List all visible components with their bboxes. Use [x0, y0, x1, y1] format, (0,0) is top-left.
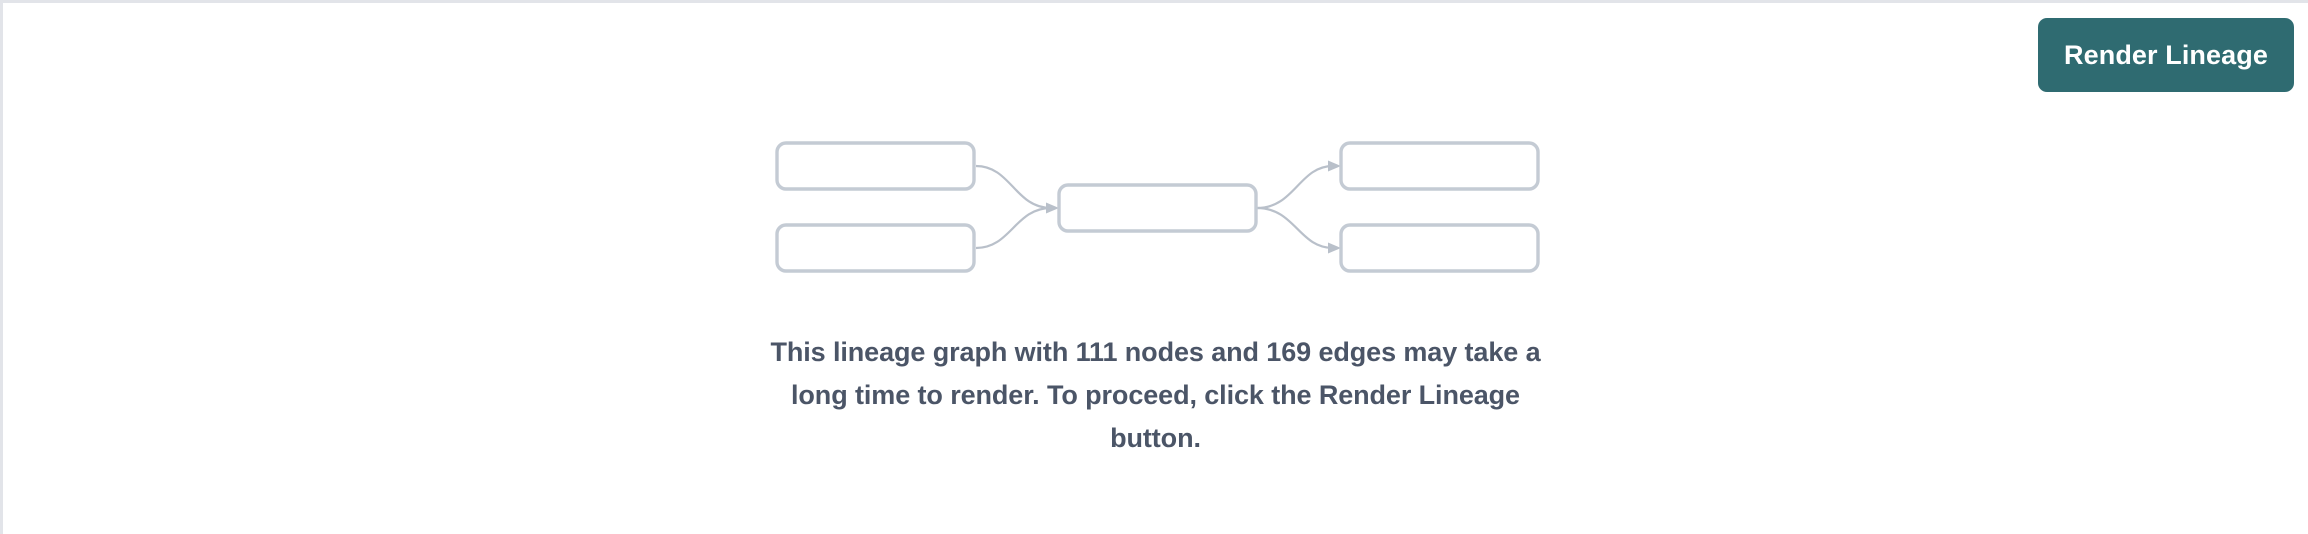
- edge-focus-to-downstream-1: [1256, 160, 1341, 210]
- edge-upstream-2-to-focus: [975, 206, 1052, 250]
- lineage-node-upstream-2: [775, 223, 976, 273]
- lineage-node-focus: [1057, 183, 1258, 233]
- lineage-warning-message: This lineage graph with 111 nodes and 16…: [770, 337, 1541, 453]
- render-lineage-button[interactable]: Render Lineage: [2038, 18, 2294, 92]
- edge-focus-to-downstream-2: [1256, 206, 1341, 254]
- lineage-node-upstream-1: [775, 141, 976, 191]
- lineage-node-downstream-1: [1339, 141, 1540, 191]
- edge-upstream-1-to-focus: [975, 164, 1059, 214]
- lineage-node-downstream-2: [1339, 223, 1540, 273]
